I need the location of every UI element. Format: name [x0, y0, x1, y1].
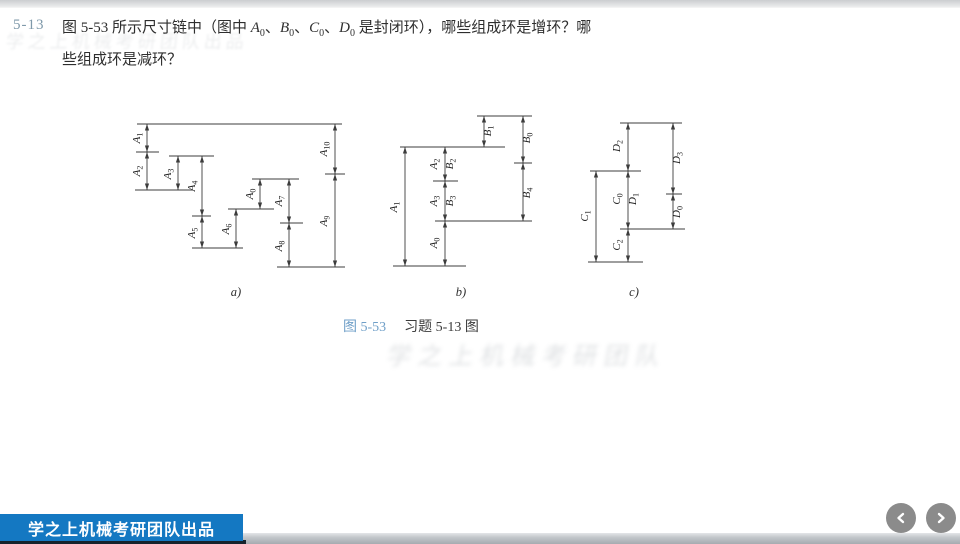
bottom-edge-strip: [0, 533, 960, 544]
chevron-left-icon: [897, 512, 905, 524]
dimension-label: A10: [318, 142, 332, 158]
problem-statement: 图 5-53 所示尺寸链中（图中 A0、B0、C0、D0 是封闭环），哪些组成环…: [62, 15, 722, 73]
arrowhead-up: [144, 152, 150, 159]
dimension-label: B0: [521, 133, 535, 144]
chevron-right-icon: [937, 512, 945, 524]
arrowhead-up: [286, 179, 292, 186]
arrowhead-down: [233, 241, 239, 248]
arrowhead-down: [442, 259, 448, 266]
arrowhead-up: [625, 123, 631, 130]
brand-banner-text: 学之上机械考研团队出品: [27, 521, 215, 539]
arrowhead-down: [144, 145, 150, 152]
problem-line2: 些组成环是减环？: [62, 52, 183, 68]
arrowhead-up: [625, 171, 631, 178]
arrowhead-down: [144, 183, 150, 190]
dimension-label: A4: [186, 181, 200, 193]
arrowhead-up: [442, 147, 448, 154]
arrowhead-down: [332, 260, 338, 267]
dimension-label: A3: [428, 196, 442, 208]
dimension-label: A9: [318, 216, 332, 228]
arrowhead-up: [257, 179, 263, 186]
dimension-label: C2: [611, 239, 625, 250]
arrowhead-up: [332, 124, 338, 131]
arrowhead-down: [625, 164, 631, 171]
arrowhead-up: [593, 171, 599, 178]
dimension-label: A6: [220, 224, 234, 236]
subfigure-caption: b): [456, 285, 466, 299]
dimension-label: A1: [131, 133, 145, 145]
dimension-label: B4: [521, 188, 535, 199]
arrowhead-down: [520, 156, 526, 163]
arrowhead-down: [199, 241, 205, 248]
dimension-label: A7: [273, 196, 287, 208]
arrowhead-down: [520, 214, 526, 221]
arrowhead-down: [442, 214, 448, 221]
arrowhead-up: [625, 229, 631, 236]
dimension-label: A3: [162, 169, 176, 181]
arrowhead-up: [332, 174, 338, 181]
arrowhead-down: [286, 216, 292, 223]
subfigure-caption: a): [231, 285, 241, 299]
bottom-navy-strip: [0, 540, 246, 544]
arrowhead-up: [286, 223, 292, 230]
dimension-label: B3: [444, 196, 458, 207]
arrowhead-down: [625, 255, 631, 262]
arrowhead-down: [442, 174, 448, 181]
arrowhead-down: [332, 167, 338, 174]
arrowhead-up: [402, 147, 408, 154]
dimension-label: C0: [611, 193, 625, 204]
arrowhead-up: [442, 181, 448, 188]
figure-caption-title: 习题 5-13 图: [404, 320, 479, 335]
next-page-button[interactable]: [926, 503, 956, 533]
dimension-label: B1: [482, 126, 496, 137]
subfigure-caption: c): [629, 285, 639, 299]
arrowhead-up: [199, 156, 205, 163]
arrowhead-down: [175, 183, 181, 190]
arrowhead-up: [520, 116, 526, 123]
dimension-label: C1: [579, 210, 593, 221]
arrowhead-down: [402, 259, 408, 266]
arrowhead-up: [199, 216, 205, 223]
top-edge-strip: [0, 0, 960, 8]
dimension-label: D2: [611, 140, 625, 153]
dimension-label: B2: [444, 159, 458, 170]
arrowhead-up: [670, 123, 676, 130]
dimension-label: D1: [627, 193, 641, 206]
arrowhead-down: [286, 260, 292, 267]
dimension-label: A8: [273, 241, 287, 253]
arrowhead-up: [520, 163, 526, 170]
arrowhead-up: [233, 209, 239, 216]
arrowhead-down: [481, 140, 487, 147]
arrowhead-down: [625, 222, 631, 229]
arrowhead-down: [257, 202, 263, 209]
arrowhead-down: [670, 187, 676, 194]
problem-line1: 图 5-53 所示尺寸链中（图中 A0、B0、C0、D0 是封闭环），哪些组成环…: [62, 20, 592, 39]
dimension-label: A2: [428, 159, 442, 171]
arrowhead-up: [670, 194, 676, 201]
arrowhead-up: [144, 124, 150, 131]
arrowhead-down: [593, 255, 599, 262]
problem-number: 5-13: [13, 17, 45, 33]
dimension-label: A0: [244, 189, 258, 201]
prev-page-button[interactable]: [886, 503, 916, 533]
arrowhead-up: [481, 116, 487, 123]
dimension-label: A5: [186, 228, 200, 240]
arrowhead-up: [442, 221, 448, 228]
dimension-label: A2: [131, 166, 145, 178]
dimension-label: A0: [428, 238, 442, 250]
arrowhead-down: [199, 209, 205, 216]
arrowhead-down: [670, 222, 676, 229]
figure-caption: 图 5-53 习题 5-13 图: [343, 316, 479, 336]
figure-caption-number: 图 5-53: [343, 320, 387, 335]
arrowhead-up: [175, 156, 181, 163]
dimension-label: A1: [388, 202, 402, 214]
brand-banner: 学之上机械考研团队出品: [0, 514, 243, 541]
